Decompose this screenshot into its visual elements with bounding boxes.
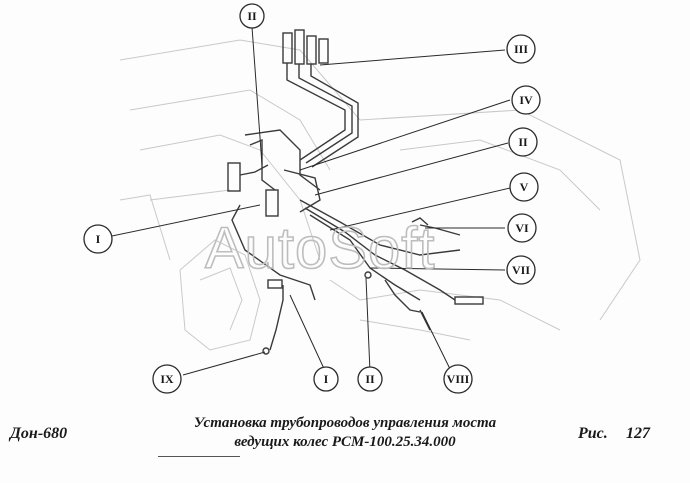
figure-title-line-1: Установка трубопроводов управления моста — [193, 415, 497, 431]
svg-text:III: III — [514, 42, 528, 56]
figure-label: Рис. — [578, 425, 608, 442]
svg-text:I: I — [324, 372, 329, 386]
machine-model: Дон-680 — [10, 425, 68, 442]
svg-text:II: II — [247, 9, 257, 23]
svg-text:IV: IV — [519, 93, 533, 107]
svg-text:II: II — [518, 135, 528, 149]
callout-I-left: I — [83, 224, 113, 254]
figure-title: Установка трубопроводов управления моста… — [0, 414, 690, 452]
svg-text:IX: IX — [160, 372, 174, 386]
callout-III: III — [506, 34, 536, 64]
figure-number: 127 — [626, 425, 650, 442]
title-underline — [158, 456, 240, 457]
callout-VIII: VIII — [443, 364, 473, 394]
svg-text:II: II — [365, 372, 375, 386]
leader-lines — [111, 26, 511, 376]
svg-text:VII: VII — [512, 263, 530, 277]
control-pipelines — [227, 29, 484, 355]
svg-text:V: V — [520, 180, 529, 194]
callout-V: V — [509, 172, 539, 202]
callout-II-right: II — [508, 127, 538, 157]
watermark-text: AutoSoft — [205, 216, 435, 281]
svg-text:VIII: VIII — [447, 372, 470, 386]
callout-VI: VI — [507, 213, 537, 243]
svg-text:VI: VI — [515, 221, 529, 235]
callout-VII: VII — [506, 255, 536, 285]
callout-II-bottom: II — [357, 366, 383, 392]
callout-IV: IV — [511, 85, 541, 115]
figure-title-line-2: ведущих колес РСМ-100.25.34.000 — [234, 434, 456, 450]
svg-text:I: I — [96, 232, 101, 246]
callout-II-top: II — [239, 3, 265, 29]
callout-IX: IX — [152, 364, 182, 394]
callout-I-bottom: I — [313, 366, 339, 392]
chassis-outline — [119, 39, 641, 351]
